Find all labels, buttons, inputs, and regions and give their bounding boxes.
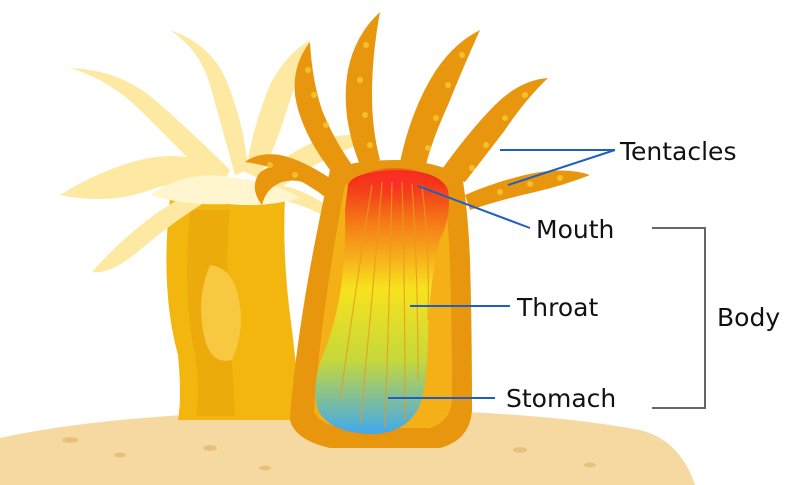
body-bracket: [652, 228, 705, 408]
mouth-label: Mouth: [536, 215, 614, 244]
throat-label: Throat: [516, 293, 598, 322]
tentacles-label: Tentacles: [619, 137, 736, 166]
stomach-label: Stomach: [506, 384, 616, 413]
body-label: Body: [717, 303, 780, 332]
